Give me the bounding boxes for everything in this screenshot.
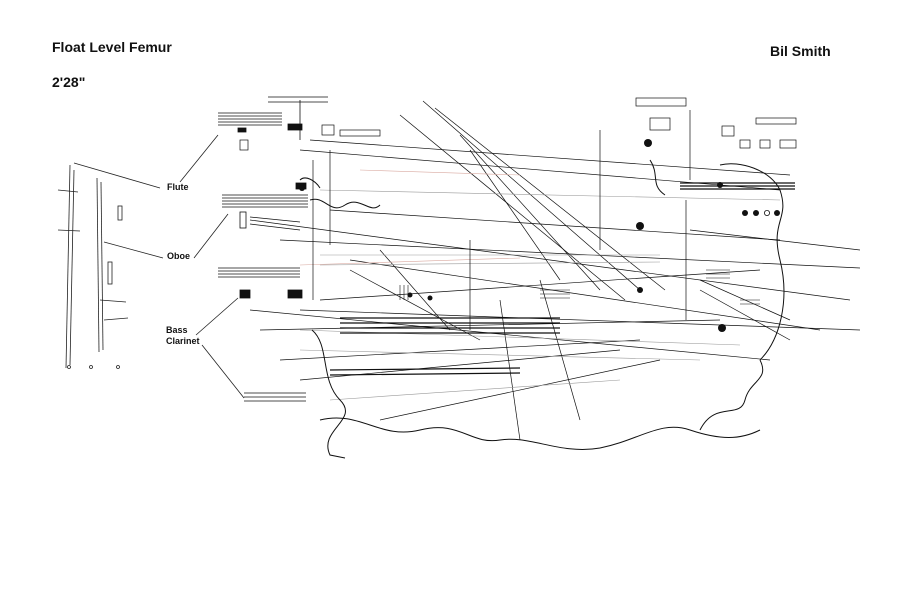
bass-clarinet-staff [218,267,306,402]
bar-lines [312,110,691,330]
sweeping-lines [249,100,861,441]
score-title: Float Level Femur [52,39,172,55]
instrument-label-bass-clarinet: Bass Clarinet [166,325,200,347]
instrument-label-flute: Flute [167,182,189,192]
composer-name: Bil Smith [770,43,831,59]
instrument-label-bass-line1: Bass [166,325,188,335]
bottom-scribble [299,159,785,459]
label-leader-lines [73,134,245,399]
accent-lines [299,169,521,266]
score-duration: 2'28" [52,74,86,90]
oboe-staff [222,182,308,231]
overview-strip [57,164,129,369]
flute-staff [218,96,328,140]
ghost-lines [299,189,781,401]
notation-blocks [239,97,797,151]
instrument-label-bass-line2: Clarinet [166,336,200,346]
hatch-clusters [399,269,760,305]
note-heads [299,139,780,332]
instrument-label-oboe: Oboe [167,251,191,261]
central-band [329,182,795,376]
